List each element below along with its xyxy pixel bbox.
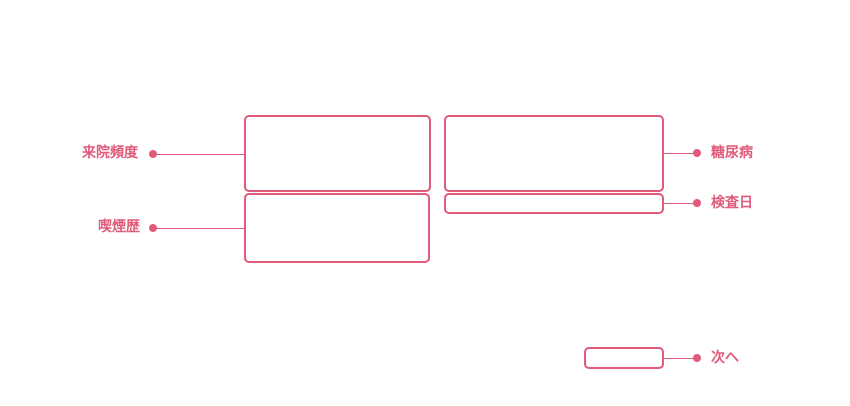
exam-date-leader-line	[664, 203, 697, 204]
diabetes-leader-line	[664, 153, 697, 154]
exam-date-pointer-dot	[693, 199, 701, 207]
diabetes-field[interactable]	[444, 115, 664, 192]
smoking-history-leader-line	[153, 228, 244, 229]
next-annotation: 次へ	[711, 350, 739, 366]
visit-frequency-leader-line	[153, 154, 244, 155]
next-leader-line	[664, 358, 697, 359]
smoking-history-field[interactable]	[244, 193, 430, 263]
diabetes-pointer-dot	[693, 149, 701, 157]
exam-date-annotation: 検査日	[711, 195, 753, 211]
diabetes-annotation: 糖尿病	[711, 145, 753, 161]
exam-date-field[interactable]	[444, 193, 664, 214]
visit-frequency-field[interactable]	[244, 115, 431, 192]
smoking-history-annotation: 喫煙歴	[98, 219, 140, 235]
next-pointer-dot	[693, 354, 701, 362]
next-button[interactable]	[584, 347, 664, 369]
visit-frequency-annotation: 来院頻度	[82, 145, 138, 161]
